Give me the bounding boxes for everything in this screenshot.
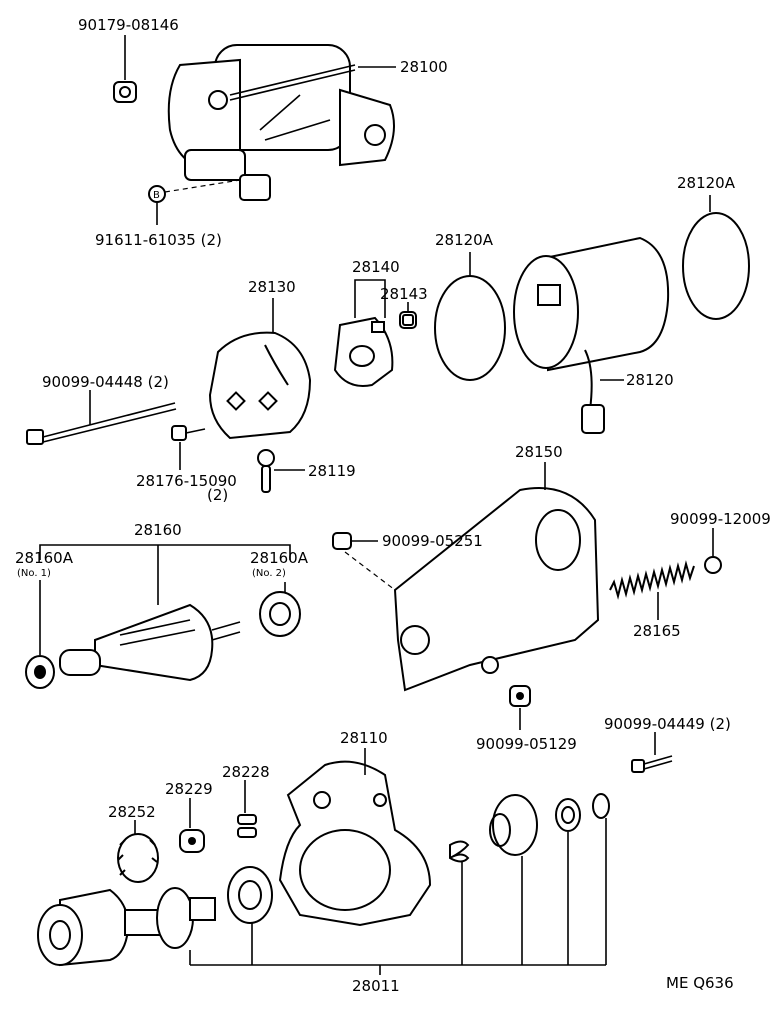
leader-marker-b (164, 179, 241, 193)
spring-28165 (609, 560, 695, 600)
armature-28160 (59, 603, 241, 682)
label-28160a-no1: 28160A (15, 549, 74, 567)
snap-ring (592, 793, 610, 819)
magnetic-switch-28150 (393, 487, 600, 692)
part-28119 (257, 449, 275, 493)
bearing-28160a-no2 (259, 591, 301, 637)
label-28120: 28120 (626, 371, 674, 389)
label-28110: 28110 (340, 729, 388, 747)
label-28160: 28160 (134, 521, 182, 539)
label-28160a-no2-note: (No. 2) (252, 568, 286, 579)
starter-clutch-assembly (37, 887, 216, 967)
washer (227, 866, 273, 924)
screw-28176-15090 (171, 425, 206, 441)
seal-ring-28120a-mid (434, 275, 506, 381)
seal-ring-28120a-right (682, 212, 750, 320)
pinion-gear (489, 794, 538, 856)
leader-28140 (354, 279, 386, 318)
brush-spring-28143 (399, 311, 417, 329)
yoke-assembly-28120 (513, 236, 670, 434)
label-90179-08146: 90179-08146 (78, 16, 179, 34)
label-90099-05251: 90099-05251 (382, 532, 483, 550)
label-28228: 28228 (222, 763, 270, 781)
label-90099-04448: 90099-04448 (2) (42, 373, 169, 391)
end-frame-28130 (208, 331, 312, 440)
label-90099-12009: 90099-12009 (670, 510, 771, 528)
dashed-leader-05251 (344, 551, 396, 591)
label-28176-15090: 28176-15090 (136, 472, 237, 490)
starter-assembly-28100 (167, 44, 395, 201)
label-28143: 28143 (380, 285, 428, 303)
ball-90099-12009 (704, 556, 722, 574)
starter-housing-28110 (278, 760, 432, 927)
label-28165: 28165 (633, 622, 681, 640)
label-28011: 28011 (352, 977, 400, 995)
brush-holder-28140 (333, 316, 394, 387)
marker-b-text: B (153, 190, 160, 201)
label-28119: 28119 (308, 462, 356, 480)
gear-28252 (117, 833, 159, 883)
through-bolt-90099-04448 (26, 402, 177, 445)
rollers-28228 (237, 814, 257, 838)
retainer-28229 (179, 829, 205, 853)
label-90099-04449: 90099-04449 (2) (604, 715, 731, 733)
label-28160a-no1-note: (No. 1) (17, 568, 51, 579)
bearing-small (555, 798, 581, 832)
label-91611-61035: 91611-61035 (2) (95, 231, 222, 249)
leader-28011-bracket (189, 818, 607, 975)
label-28140: 28140 (352, 258, 400, 276)
label-28150: 28150 (515, 443, 563, 461)
bolt-90099-04449 (631, 755, 673, 773)
diagram-reference-code: ME Q636 (666, 974, 734, 992)
label-90099-05129: 90099-05129 (476, 735, 577, 753)
label-28229: 28229 (165, 780, 213, 798)
label-28120a-right: 28120A (677, 174, 736, 192)
label-28160a-no2: 28160A (250, 549, 309, 567)
leader-28160-bracket (39, 544, 291, 560)
label-28100: 28100 (400, 58, 448, 76)
label-28120a-mid: 28120A (435, 231, 494, 249)
nut-90099-05251 (332, 532, 352, 550)
nut-90179-08146 (113, 81, 137, 103)
nut-90099-05129 (509, 685, 531, 707)
bearing-28160a-no1 (25, 655, 55, 689)
small-spring (449, 840, 470, 863)
label-28252: 28252 (108, 803, 156, 821)
label-28176-qty: (2) (207, 486, 228, 504)
label-28130: 28130 (248, 278, 296, 296)
